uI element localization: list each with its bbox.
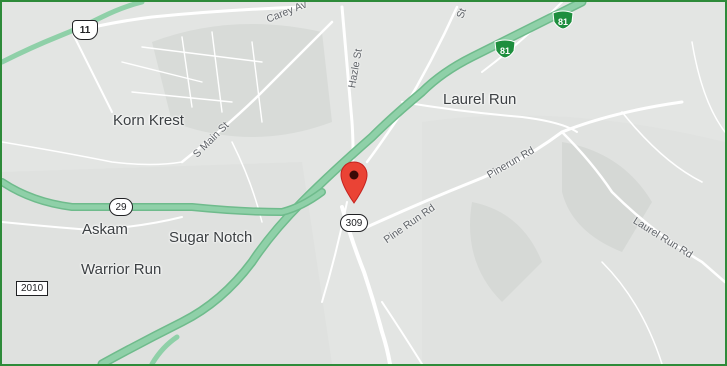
interstate-81-shield-top: 81 [552,10,574,30]
pa-route-29-shield: 29 [109,198,133,216]
us-route-11-shield: 11 [72,20,98,40]
place-label-korn-krest: Korn Krest [113,112,184,129]
pa-route-309-shield: 309 [340,214,368,232]
place-label-askam: Askam [82,221,128,238]
place-label-laurel-run: Laurel Run [443,91,517,108]
place-label-sugar-notch: Sugar Notch [169,229,253,246]
route-2010-shield: 2010 [16,281,49,296]
map-pin-icon[interactable] [339,161,369,205]
place-label-warrior-run: Warrior Run [81,261,162,278]
interstate-81-shield-mid: 81 [494,39,516,59]
